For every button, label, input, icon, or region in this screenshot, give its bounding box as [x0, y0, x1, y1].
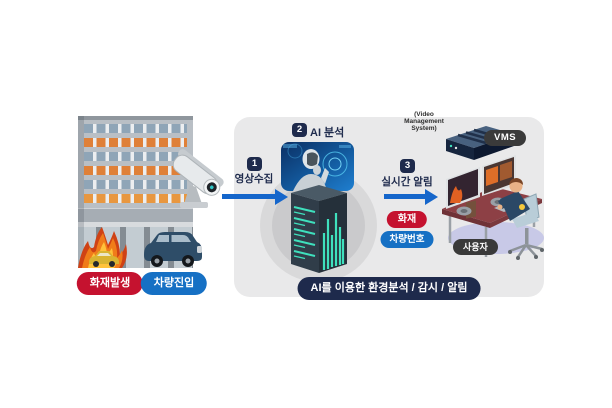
vms-note-line: System)	[411, 125, 437, 132]
plate-alert-badge: 차량번호	[380, 231, 434, 248]
building-window-row	[84, 194, 187, 203]
fire-occurrence-badge: 화재발생	[76, 272, 144, 295]
building-window-row	[84, 138, 187, 147]
cctv-camera-icon	[172, 149, 224, 208]
ai-server-icon	[291, 185, 347, 273]
vms-note-line: Management	[404, 118, 444, 125]
diagram-caption: AI를 이용한 환경분석 / 감시 / 알림	[297, 277, 481, 300]
step-2-label: AI 분석	[310, 127, 345, 139]
vms-note-line: (Video	[414, 111, 434, 118]
building-window-row	[84, 124, 187, 133]
small-car-icon	[89, 251, 119, 267]
building-floors	[84, 124, 187, 208]
building-window-row	[84, 166, 187, 175]
building-band	[78, 208, 193, 223]
alert-arrow	[384, 194, 425, 199]
video-feed-arrow	[222, 194, 275, 199]
ai-robot-image	[281, 142, 354, 191]
step-1-badge: 1	[247, 157, 262, 171]
user-badge: 사용자	[453, 239, 498, 255]
alert-arrow-head	[425, 188, 438, 205]
building-window-row	[84, 180, 187, 189]
step-1-label: 영상수집	[234, 173, 274, 185]
building-roof	[78, 116, 193, 120]
building-canopy	[78, 222, 193, 227]
suv-vehicle-icon	[144, 232, 202, 267]
vms-badge: VMS	[484, 130, 527, 146]
step-2-badge: 2	[292, 123, 307, 137]
fire-alert-badge: 화재	[386, 211, 428, 228]
vehicle-entry-badge: 차량진입	[140, 272, 208, 295]
operator-desk-scene	[442, 155, 544, 260]
step-3-label: 실시간 알림	[381, 176, 433, 188]
step-3-badge: 3	[400, 159, 415, 173]
video-feed-arrow-head	[275, 188, 288, 205]
building-window-row	[84, 152, 187, 161]
building-shadow-edge	[78, 116, 84, 268]
vms-full-name: (Video Management System)	[389, 111, 459, 132]
